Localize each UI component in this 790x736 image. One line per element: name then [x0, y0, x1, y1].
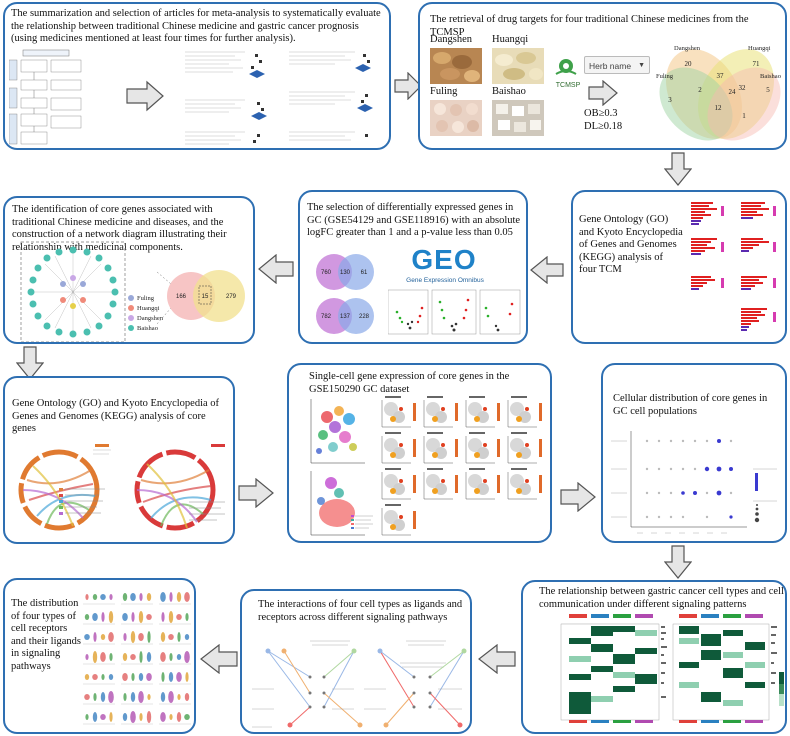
- venn-label-dangshen: Dangshen: [674, 45, 701, 52]
- criteria-dl: DL≥0.18: [584, 121, 623, 132]
- panel-core-genes-network: The identification of core genes associa…: [3, 196, 255, 344]
- panel-meta-analysis-text: The summarization and selection of artic…: [11, 8, 381, 44]
- geo-logo: GEO: [411, 244, 477, 275]
- panel-receptor-distribution: The distribution of four types of cell r…: [3, 578, 196, 734]
- herb-search-placeholder: Herb name: [589, 61, 632, 71]
- venn-count: 130: [340, 270, 351, 276]
- panel-cell-communication-text: The relationship between gastric cancer …: [539, 586, 784, 610]
- venn-four-herbs: Dangshen Huangqi Fuling Baishao 20 71 37…: [656, 45, 781, 141]
- herb-search-dropdown[interactable]: Herb name ▼: [584, 56, 650, 74]
- herb-photo-baishao: [492, 100, 544, 136]
- panel-cellular-distribution: Cellular distribution of core genes in G…: [601, 363, 787, 543]
- panel-deg-selection-text: The selection of differentially expresse…: [307, 202, 521, 238]
- venn-count: 24: [729, 88, 737, 96]
- venn-count: 61: [361, 270, 368, 276]
- tcmsp-logo-text: TCMSP: [556, 82, 581, 89]
- herb-photo-fuling: [430, 100, 482, 136]
- umap-celltypes-thumb: [310, 471, 373, 536]
- panel-go-kegg-tcm: Gene Ontology (GO) and Kyoto Encyclopedi…: [571, 190, 787, 344]
- venn-label-baishao: Baishao: [760, 73, 781, 80]
- venn-count: 71: [753, 60, 761, 68]
- core-genes-venn: 166 15 279: [157, 270, 245, 325]
- herb-label-huangqi: Huangqi: [492, 34, 529, 45]
- panel-receptor-distribution-text: The distribution of four types of cell r…: [11, 598, 81, 672]
- legend-huangqi: Huangqi: [137, 305, 160, 312]
- venn-count: 1: [742, 112, 746, 120]
- panel-ligand-receptor: The interactions of four cell types as l…: [240, 589, 472, 734]
- arrow-right-icon: [238, 478, 274, 508]
- tcmsp-logo-icon: TCMSP: [555, 59, 581, 89]
- arrow-down-icon: [664, 152, 692, 186]
- volcano-plots-thumb: [388, 289, 521, 335]
- arrow-inner-right-icon: [126, 80, 164, 112]
- arrow-left-icon: [258, 254, 294, 284]
- panel-deg-selection: The selection of differentially expresse…: [298, 190, 528, 344]
- chevron-down-icon: ▼: [638, 62, 645, 69]
- hierarchy-plots-thumb: [252, 640, 467, 728]
- herb-label-dangshen: Dangshen: [430, 34, 472, 45]
- venn-count: 137: [340, 314, 351, 320]
- arrow-right-icon: [560, 482, 596, 512]
- deg-venn-bottom: 782 137 228: [316, 298, 374, 334]
- herb-label-fuling: Fuling: [430, 86, 458, 97]
- herb-label-baishao: Baishao: [492, 86, 526, 97]
- legend-dangshen: Dangshen: [137, 315, 164, 322]
- panel-core-genes-network-text: The identification of core genes associa…: [12, 204, 227, 253]
- venn-count: 32: [739, 84, 747, 92]
- venn-count: 166: [176, 294, 187, 300]
- arrow-down-icon: [664, 545, 692, 579]
- violin-plots-thumb: [83, 592, 191, 725]
- arrow-down-icon: [16, 346, 44, 380]
- panel-tcmsp-retrieval-text: The retrieval of drug targets for four t…: [430, 14, 749, 38]
- venn-count: 2: [698, 86, 702, 94]
- venn-count: 279: [226, 294, 237, 300]
- venn-count: 12: [715, 104, 723, 112]
- panel-go-kegg-core: Gene Ontology (GO) and Kyoto Encyclopedi…: [3, 376, 235, 544]
- arrow-left-icon: [530, 256, 564, 284]
- deg-venn-top: 760 130 61: [316, 254, 374, 290]
- chord-diagram-go: [18, 444, 111, 531]
- herb-photo-huangqi: [492, 48, 544, 84]
- panel-single-cell-text: Single-cell gene expression of core gene…: [309, 371, 510, 395]
- panel-cell-communication: The relationship between gastric cancer …: [521, 580, 787, 734]
- feature-plots-thumb: [381, 396, 542, 536]
- prisma-flowchart-thumb: [9, 49, 82, 145]
- legend-fuling: Fuling: [137, 295, 155, 302]
- forest-plots-thumb: [185, 51, 373, 145]
- venn-count: 228: [359, 314, 370, 320]
- panel-go-kegg-core-text: Gene Ontology (GO) and Kyoto Encyclopedi…: [12, 398, 220, 434]
- arrow-left-icon: [478, 644, 516, 674]
- chord-diagram-kegg: [134, 444, 225, 531]
- panel-go-kegg-tcm-text: Gene Ontology (GO) and Kyoto Encyclopedi…: [579, 214, 683, 275]
- arrow-inner-right-icon: [588, 80, 618, 106]
- venn-label-fuling: Fuling: [656, 73, 674, 80]
- dotplot-thumb: [611, 431, 777, 534]
- venn-label-huangqi: Huangqi: [748, 45, 771, 52]
- venn-count: 3: [668, 96, 672, 104]
- umap-clusters-thumb: [310, 399, 365, 464]
- panel-meta-analysis: The summarization and selection of artic…: [3, 2, 391, 150]
- venn-count: 760: [321, 270, 332, 276]
- venn-count: 20: [685, 60, 693, 68]
- go-kegg-bar-charts-thumb: [691, 202, 776, 331]
- venn-count: 782: [321, 314, 332, 320]
- signaling-heatmaps-thumb: [560, 614, 784, 723]
- herb-photo-dangshen: [430, 48, 482, 84]
- venn-count: 5: [766, 86, 770, 94]
- panel-cellular-distribution-text: Cellular distribution of core genes in G…: [613, 393, 768, 417]
- panel-tcmsp-retrieval: The retrieval of drug targets for four t…: [418, 2, 787, 150]
- panel-single-cell: Single-cell gene expression of core gene…: [287, 363, 552, 543]
- geo-logo-subtitle: Gene Expression Omnibus: [406, 277, 484, 284]
- legend-baishao: Baishao: [137, 325, 158, 332]
- arrow-right-icon: [394, 72, 422, 100]
- venn-count: 37: [717, 72, 725, 80]
- criteria-ob: OB≥0.3: [584, 108, 618, 119]
- arrow-left-icon: [200, 644, 238, 674]
- network-diagram-thumb: Fuling Huangqi Dangshen Baishao: [20, 241, 164, 342]
- venn-count: 15: [202, 294, 209, 300]
- chord-legend-go: [59, 488, 105, 515]
- panel-ligand-receptor-text: The interactions of four cell types as l…: [258, 599, 463, 623]
